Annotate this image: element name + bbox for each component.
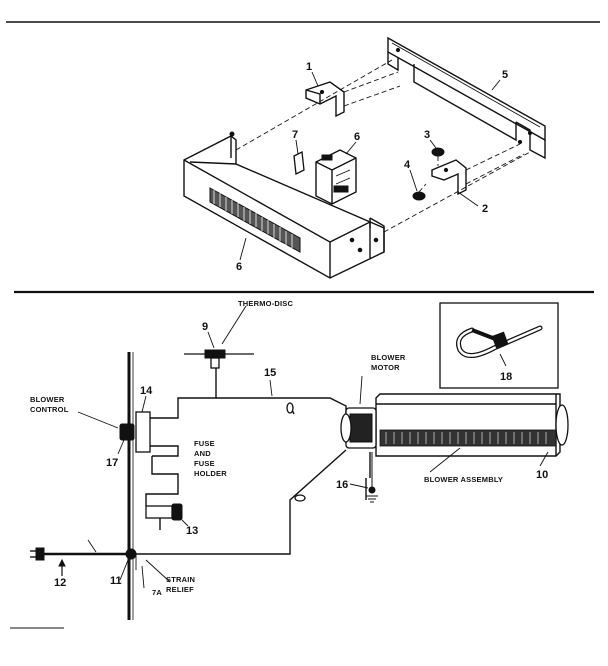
blower-control-label-line2: CONTROL	[30, 405, 69, 414]
part-number-1: 1	[306, 61, 312, 73]
part-number-2: 2	[482, 203, 488, 215]
part-number-10: 10	[536, 469, 548, 481]
blower-assembly-label: BLOWER ASSEMBLY	[424, 475, 503, 484]
blower-motor-label-line1: BLOWER	[371, 353, 406, 362]
part-number-4: 4	[404, 159, 411, 171]
part-number-17: 17	[106, 457, 118, 469]
fuse-label-line4: HOLDER	[194, 469, 227, 478]
part-number-6-lower: 6	[236, 261, 242, 273]
bracket-part-1	[305, 71, 401, 118]
fuse-label-line1: FUSE	[194, 439, 215, 448]
ground-symbol-part-16	[349, 452, 378, 503]
cable-tie-inset-part-18	[439, 302, 559, 389]
corner-mark-7a: 7A	[152, 588, 162, 597]
part-number-18: 18	[500, 371, 512, 383]
back-panel-part-5	[387, 36, 546, 160]
strain-relief-part-11	[119, 548, 171, 589]
part-number-14: 14	[140, 385, 153, 397]
blower-control-part-17	[77, 411, 151, 455]
exploded-view: 1 2 3 4 5 6 6 7	[183, 36, 546, 279]
part-number-15: 15	[264, 367, 276, 379]
part-number-6-upper: 6	[354, 131, 360, 143]
housing-part-6	[183, 59, 531, 279]
fuse-holder-part-13	[145, 503, 189, 527]
grommet-part-4	[412, 191, 426, 201]
power-cord-part-12	[30, 539, 128, 576]
fuse-label-line3: FUSE	[194, 459, 215, 468]
grommet-part-3	[431, 147, 445, 157]
part-number-11: 11	[110, 575, 122, 587]
label-part-7	[293, 151, 305, 175]
thermo-disc-part-9	[184, 305, 254, 369]
part-number-12: 12	[54, 577, 66, 589]
vent-grille	[209, 187, 301, 253]
top-leaders	[239, 71, 501, 261]
wire-connector-lower	[294, 494, 306, 502]
blower-motor	[340, 375, 377, 449]
part-number-13: 13	[186, 525, 198, 537]
part-number-7: 7	[292, 129, 298, 141]
blower-motor-label-line2: MOTOR	[371, 363, 400, 372]
wall-panel	[127, 352, 134, 620]
fuse-label-line2: AND	[194, 449, 211, 458]
thermo-disc-label: THERMO-DISC	[238, 299, 293, 308]
wire-connector-upper	[286, 402, 294, 414]
switch-block-part-6	[315, 149, 357, 205]
wiring-diagram: THERMO-DISC BLOWER MOTOR BLOWER CONTROL …	[30, 299, 569, 620]
strain-relief-label-line1: STRAIN	[166, 575, 195, 584]
part-number-16: 16	[336, 479, 348, 491]
part-number-5: 5	[502, 69, 508, 81]
blower-assembly-part-10	[375, 393, 569, 473]
bracket-part-2	[431, 143, 525, 196]
wires	[40, 368, 371, 570]
part-number-9: 9	[202, 321, 208, 333]
strain-relief-label-line2: RELIEF	[166, 585, 194, 594]
blower-control-label-line1: BLOWER	[30, 395, 65, 404]
part-number-3: 3	[424, 129, 430, 141]
